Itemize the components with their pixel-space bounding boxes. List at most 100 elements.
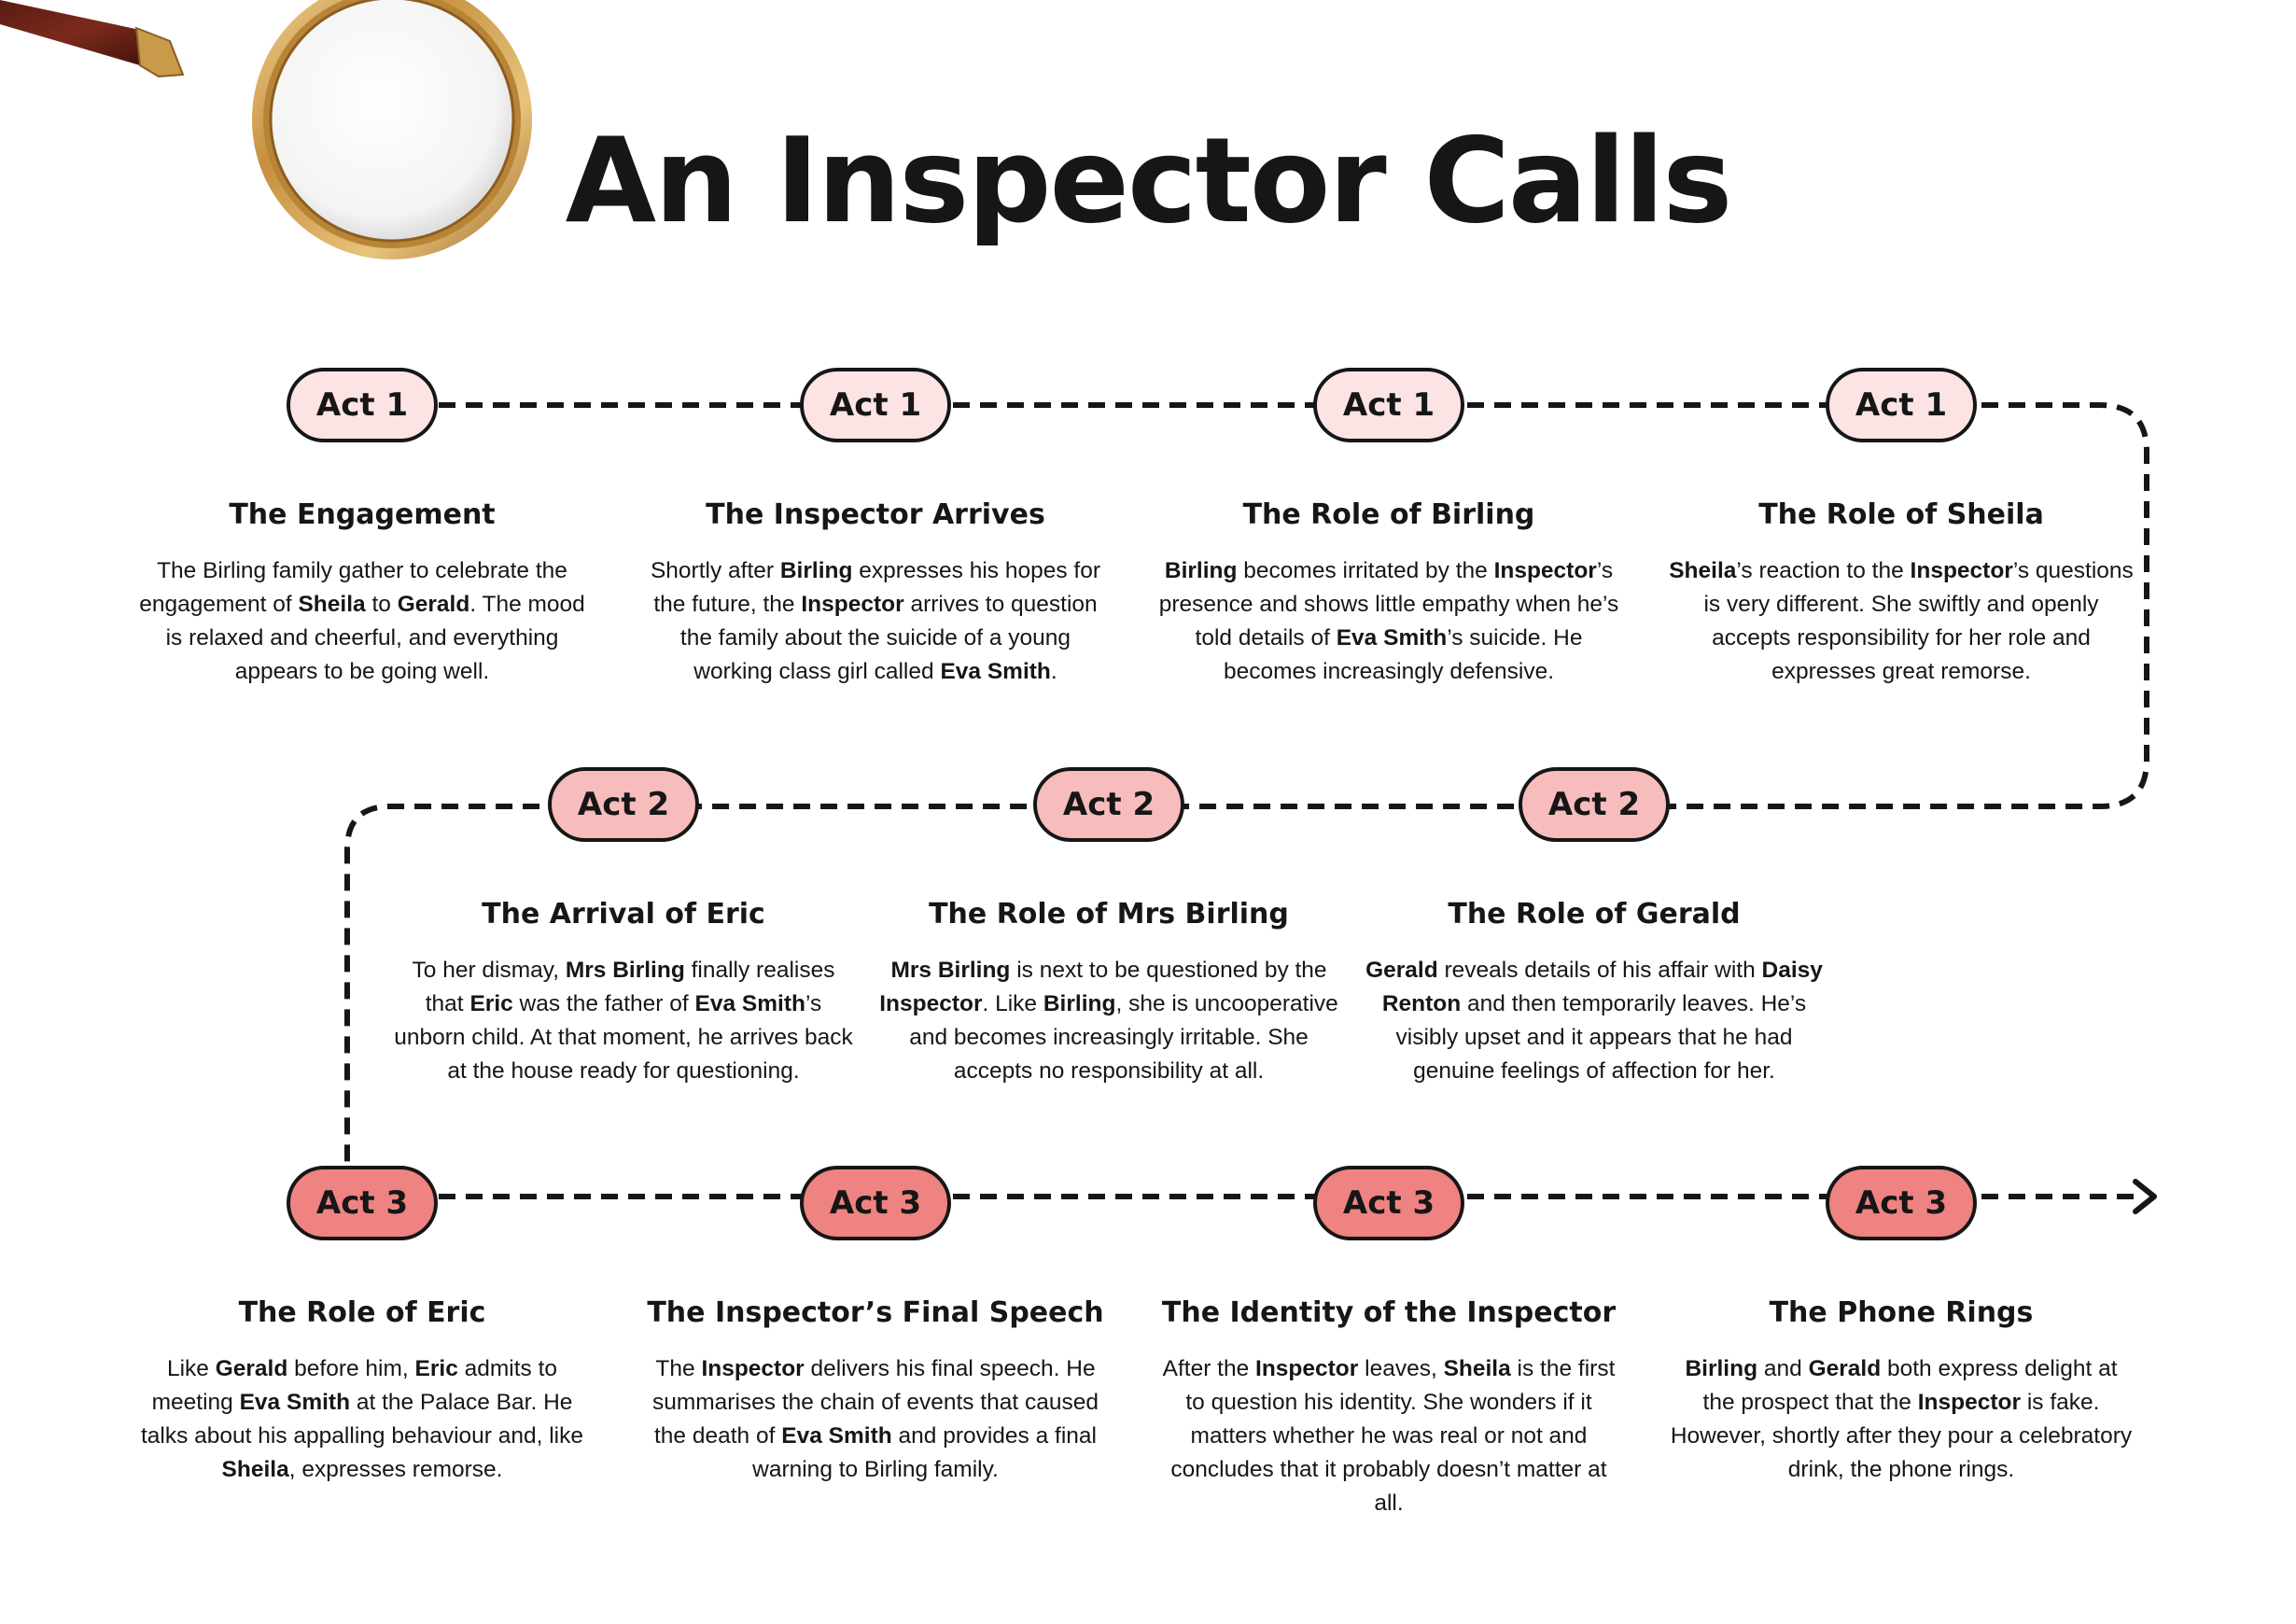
character-name: Eva Smith: [1336, 625, 1448, 651]
description-text: is fake. However, shortly after they pou…: [1670, 1390, 2133, 1482]
description-text: The Birling family gather to celebrate t…: [139, 558, 567, 617]
event-card: The Arrival of Eric To her dismay, Mrs Bi…: [390, 896, 857, 1088]
act-badge: Act 2: [1033, 767, 1184, 842]
arrow-head-icon: [2133, 1179, 2157, 1214]
description-text: ’s reaction to the: [1736, 558, 1911, 583]
character-name: Inspector: [1917, 1390, 2022, 1415]
event-title: The Role of Sheila: [1758, 498, 2044, 531]
character-name: Daisy Renton: [1381, 958, 1823, 1016]
description-text: , expresses remorse.: [288, 1457, 503, 1482]
event-title: The Role of Birling: [1242, 498, 1535, 531]
description-text: , she is uncooperative and becomes incre…: [909, 991, 1338, 1084]
character-name: Eva Smith: [694, 991, 805, 1016]
event-description: The Inspector delivers his final speech.…: [642, 1352, 1109, 1487]
description-text: finally realises that: [425, 958, 835, 1016]
act-badge: Act 1: [800, 368, 951, 442]
description-text: admits to meeting: [151, 1356, 558, 1415]
description-text: both express delight at the prospect tha…: [1702, 1356, 2118, 1415]
character-name: Eva Smith: [239, 1390, 351, 1415]
character-name: Sheila: [221, 1457, 289, 1482]
act-badge: Act 1: [1826, 368, 1977, 442]
description-text: and provides a final warning to Birling …: [752, 1423, 1097, 1482]
character-name: Eva Smith: [781, 1423, 892, 1449]
character-name: Inspector: [879, 991, 983, 1016]
character-name: Inspector: [701, 1356, 805, 1381]
event-title: The Arrival of Eric: [482, 898, 765, 931]
character-name: Mrs Birling: [565, 958, 685, 983]
character-name: Sheila: [298, 592, 366, 617]
description-text: delivers his final speech. He summarises…: [651, 1356, 1099, 1449]
character-name: Inspector: [1255, 1356, 1359, 1381]
character-name: Birling: [1685, 1356, 1758, 1381]
page-title: An Inspector Calls: [565, 112, 1733, 249]
event-title: The Phone Rings: [1769, 1296, 2034, 1329]
act-badge: Act 3: [1826, 1166, 1977, 1240]
description-text: arrives to question the family about the…: [679, 592, 1098, 684]
act-badge: Act 1: [287, 368, 438, 442]
event-description: Gerald reveals details of his affair wit…: [1361, 954, 1827, 1088]
description-text: ’s suicide. He becomes increasingly defe…: [1223, 625, 1583, 684]
character-name: Gerald: [1365, 958, 1438, 983]
character-name: Gerald: [215, 1356, 288, 1381]
description-text: To her dismay,: [412, 958, 566, 983]
character-name: Birling: [1043, 991, 1116, 1016]
event-description: Birling becomes irritated by the Inspect…: [1155, 554, 1622, 689]
act-badge: Act 3: [1313, 1166, 1464, 1240]
character-name: Inspector: [1910, 558, 2013, 583]
description-text: The: [655, 1356, 702, 1381]
event-title: The Role of Gerald: [1448, 898, 1741, 931]
description-text: leaves,: [1358, 1356, 1444, 1381]
description-text: ’s unborn child. At that moment, he arri…: [394, 991, 853, 1084]
event-description: Mrs Birling is next to be questioned by …: [875, 954, 1342, 1088]
description-text: and: [1757, 1356, 1809, 1381]
description-text: ’s questions is very different. She swif…: [1703, 558, 2134, 684]
character-name: Eric: [469, 991, 513, 1016]
act-badge: Act 1: [1313, 368, 1464, 442]
character-name: Eric: [414, 1356, 458, 1381]
description-text: Shortly after: [650, 558, 780, 583]
character-name: Birling: [1164, 558, 1238, 583]
description-text: is the first to question his identity. S…: [1170, 1356, 1616, 1516]
character-name: Inspector: [801, 592, 904, 617]
description-text: at the Palace Bar. He talks about his ap…: [141, 1390, 583, 1449]
act-badge: Act 2: [1519, 767, 1670, 842]
description-text: was the father of: [512, 991, 695, 1016]
act-badge: Act 3: [287, 1166, 438, 1240]
magnifying-glass-icon: [0, 0, 532, 259]
event-description: Like Gerald before him, Eric admits to m…: [129, 1352, 595, 1487]
act-badge: Act 2: [548, 767, 699, 842]
event-description: Shortly after Birling expresses his hope…: [642, 554, 1109, 689]
description-text: .: [1050, 659, 1057, 684]
event-title: The Inspector Arrives: [706, 498, 1045, 531]
description-text: and then temporarily leaves. He’s visibl…: [1395, 991, 1807, 1084]
description-text: before him,: [287, 1356, 415, 1381]
event-description: The Birling family gather to celebrate t…: [129, 554, 595, 689]
character-name: Gerald: [397, 592, 470, 617]
event-title: The Inspector’s Final Speech: [647, 1296, 1104, 1329]
description-text: to: [365, 592, 398, 617]
event-title: The Role of Eric: [238, 1296, 486, 1329]
act-badge: Act 3: [800, 1166, 951, 1240]
character-name: Eva Smith: [940, 659, 1051, 684]
event-title: The Role of Mrs Birling: [929, 898, 1289, 931]
event-description: Birling and Gerald both express delight …: [1668, 1352, 2135, 1487]
description-text: becomes irritated by the: [1237, 558, 1494, 583]
character-name: Inspector: [1493, 558, 1597, 583]
event-description: To her dismay, Mrs Birling finally reali…: [390, 954, 857, 1088]
description-text: . Like: [982, 991, 1043, 1016]
event-description: Sheila’s reaction to the Inspector’s que…: [1668, 554, 2135, 689]
event-description: After the Inspector leaves, Sheila is th…: [1155, 1352, 1622, 1520]
event-title: The Identity of the Inspector: [1161, 1296, 1617, 1329]
description-text: ’s presence and shows little empathy whe…: [1158, 558, 1619, 651]
character-name: Gerald: [1808, 1356, 1882, 1381]
character-name: Birling: [779, 558, 853, 583]
